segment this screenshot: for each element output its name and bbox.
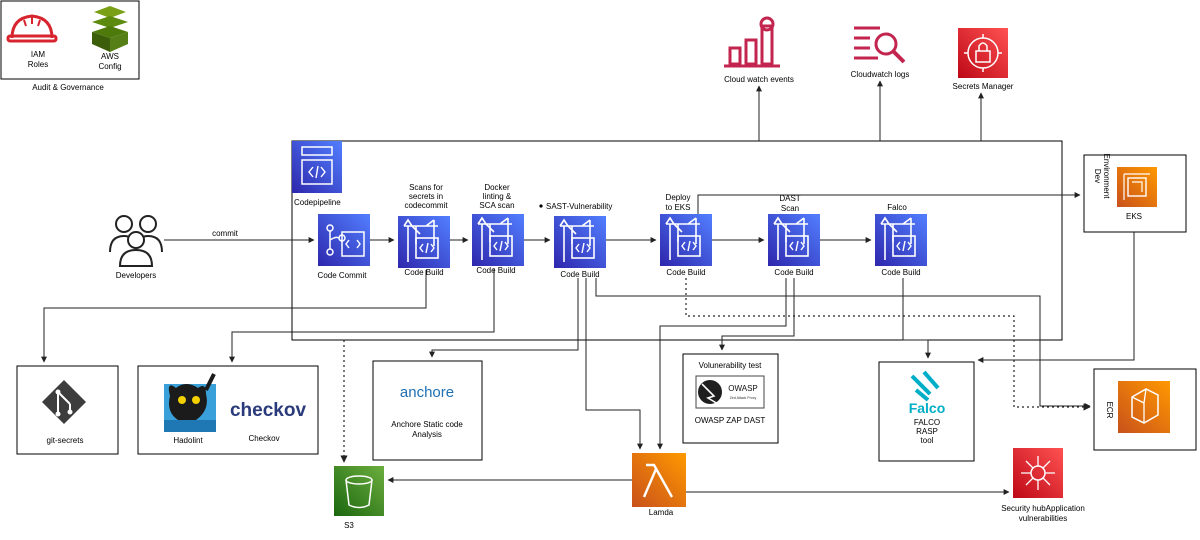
deploy-to-eks bbox=[697, 192, 1081, 214]
code-commit-label: Code Commit bbox=[318, 271, 368, 280]
owasp-label: OWASP ZAP DAST bbox=[695, 416, 766, 425]
falco-logo-icon bbox=[910, 370, 940, 402]
developers-label: Developers bbox=[116, 271, 156, 280]
eks-to-falco bbox=[977, 232, 1135, 363]
eks-label: EKS bbox=[1126, 212, 1142, 221]
anchore-label-2: Analysis bbox=[412, 430, 442, 439]
code-commit-icon bbox=[318, 214, 370, 266]
cloudwatch-events-label: Cloud watch events bbox=[724, 75, 794, 84]
developers-icon bbox=[109, 215, 163, 267]
vuln-test-label: Volunerability test bbox=[699, 361, 762, 370]
git-logo-icon bbox=[42, 380, 86, 424]
eks-env-line-2: Environment bbox=[1102, 154, 1111, 200]
stage-1-label: Code Build bbox=[404, 268, 443, 277]
to-git-secrets bbox=[41, 270, 427, 363]
codepipeline-title: Codepipeline bbox=[294, 198, 341, 207]
iam-label-2: Roles bbox=[28, 60, 48, 69]
s3-label: S3 bbox=[344, 521, 354, 530]
config-label-2: Config bbox=[98, 62, 121, 71]
falco-box bbox=[878, 361, 975, 462]
stage-2-caption-line-2: linting & bbox=[483, 192, 512, 201]
s3-icon bbox=[334, 466, 384, 516]
stage-1-caption-line-1: Scans for bbox=[409, 183, 443, 192]
secrets-manager-icon bbox=[958, 28, 1008, 78]
iam-label-1: IAM bbox=[31, 50, 46, 59]
owasp-zap-logo-icon bbox=[695, 375, 765, 409]
stage-5-caption-line-2: Scan bbox=[781, 204, 799, 213]
eks-icon bbox=[1117, 167, 1157, 207]
security-hub-label-2: vulnerabilities bbox=[1019, 514, 1067, 523]
commit-label: commit bbox=[212, 229, 239, 238]
audit-caption: Audit & Governance bbox=[32, 83, 104, 92]
eks-env-line-1: Dev bbox=[1093, 169, 1102, 183]
aws-config-icon bbox=[92, 6, 128, 52]
to-falco bbox=[902, 278, 931, 359]
anchore-logo: anchore bbox=[400, 384, 454, 401]
stage-2-caption-line-3: SCA scan bbox=[479, 201, 514, 210]
falco-label-3: tool bbox=[921, 436, 934, 445]
dast-to-lambda bbox=[657, 278, 787, 450]
cloudwatch-logs-label: Cloudwatch logs bbox=[851, 70, 910, 79]
hadolint-logo-icon bbox=[164, 373, 216, 432]
stage-6-code-build-icon bbox=[875, 214, 927, 266]
stage-4-code-build-icon bbox=[660, 214, 712, 266]
stage-1-code-build-icon bbox=[398, 216, 450, 268]
stage-5-code-build-icon bbox=[768, 214, 820, 266]
config-label-1: AWS bbox=[101, 52, 119, 61]
iam-roles-icon bbox=[6, 14, 58, 43]
sast-to-lambda bbox=[585, 278, 643, 450]
stage-1-caption-line-3: codecommit bbox=[404, 201, 448, 210]
security-hub-label-1: Security hubApplication bbox=[1001, 504, 1085, 513]
stage-3-code-build-icon bbox=[554, 216, 606, 268]
stage-3-bullet bbox=[539, 204, 543, 208]
stage-1-caption-line-2: secrets in bbox=[409, 192, 443, 201]
stage-4-caption-line-2: to EKS bbox=[666, 203, 691, 212]
connectors bbox=[41, 80, 1135, 495]
to-ecr bbox=[595, 278, 1091, 409]
stage-3-label: Code Build bbox=[560, 270, 599, 279]
stage-2-caption-line-1: Docker bbox=[484, 183, 510, 192]
stage-6-label: Code Build bbox=[881, 268, 920, 277]
codepipeline-icon bbox=[292, 141, 342, 193]
lambda-icon bbox=[632, 453, 686, 507]
stage-2-label: Code Build bbox=[476, 266, 515, 275]
cloudwatch-logs-icon bbox=[854, 26, 906, 64]
lambda-label: Lamda bbox=[649, 508, 674, 517]
stage-4-label: Code Build bbox=[666, 268, 705, 277]
stage-3-caption-line-1: SAST-Vulnerability bbox=[546, 202, 612, 211]
secrets-manager-label: Secrets Manager bbox=[953, 82, 1014, 91]
cloudwatch-events-icon bbox=[724, 16, 780, 68]
security-hub-icon bbox=[1013, 448, 1063, 498]
stage-6-caption-line-1: Falco bbox=[887, 203, 907, 212]
falco-label-2: RASP bbox=[916, 427, 938, 436]
to-owasp bbox=[719, 278, 795, 351]
stage-2-code-build-icon bbox=[472, 214, 524, 266]
git-secrets-label: git-secrets bbox=[47, 436, 84, 445]
ecr-icon bbox=[1118, 381, 1170, 433]
checkov-label: Checkov bbox=[248, 434, 279, 443]
stage-5-caption-line-1: DAST bbox=[779, 194, 800, 203]
stage-5-label: Code Build bbox=[774, 268, 813, 277]
ecr-label: ECR bbox=[1105, 402, 1114, 419]
deploy-dotted-to-ecr bbox=[685, 278, 1091, 411]
anchore-box bbox=[372, 360, 483, 461]
to-anchore bbox=[429, 278, 579, 358]
to-hadolint-checkov bbox=[229, 268, 495, 363]
anchore-label-1: Anchore Static code bbox=[391, 420, 463, 429]
falco-logo-text: Falco bbox=[909, 400, 946, 416]
owasp-logo-subtext: Zed Attack Proxy bbox=[730, 396, 757, 400]
owasp-logo-text: OWASP bbox=[728, 384, 757, 393]
falco-label-1: FALCO bbox=[914, 418, 940, 427]
stage-4-caption-line-1: Deploy bbox=[666, 193, 691, 202]
checkov-logo: checkov bbox=[230, 400, 306, 421]
hadolint-label: Hadolint bbox=[173, 436, 203, 445]
